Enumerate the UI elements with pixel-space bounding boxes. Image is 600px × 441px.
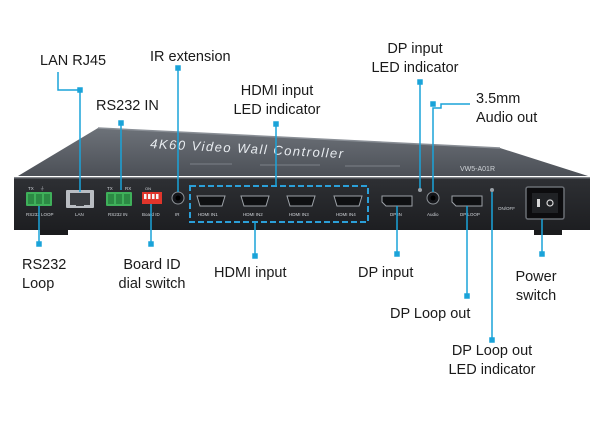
callout-audio-out-line1: 3.5mm	[476, 91, 521, 107]
dp-in-port[interactable]	[381, 195, 413, 207]
callout-power-switch-line2: switch	[515, 288, 557, 304]
callout-rs232-loop: RS232 Loop	[22, 256, 66, 294]
on-off-label: ON/OFF	[498, 206, 515, 211]
callout-board-id-line2: dial switch	[118, 276, 186, 292]
dp-loop-led	[490, 188, 494, 192]
rs232-in-tx-label: TX	[107, 186, 113, 191]
chassis-top	[18, 128, 588, 176]
hdmi-in-4-label: HDMI IN4	[336, 212, 356, 217]
callout-dp-loop-led: DP Loop out LED indicator	[432, 342, 552, 380]
callout-board-id-line1: Board ID	[123, 257, 181, 273]
rs232-loop-terminal[interactable]	[26, 192, 52, 206]
callout-audio-out: 3.5mm Audio out	[476, 90, 537, 128]
callout-hdmi-input: HDMI input	[214, 265, 287, 281]
callout-board-id: Board ID dial switch	[104, 256, 200, 294]
dp-in-led	[418, 188, 422, 192]
hdmi-in-3-label: HDMI IN3	[289, 212, 309, 217]
rs232-loop-gnd-label: ⏚	[40, 185, 45, 191]
callout-rs232-in: RS232 IN	[96, 98, 159, 114]
dp-loop-port[interactable]	[451, 195, 483, 207]
hdmi-in-2-port[interactable]	[240, 195, 270, 207]
pointer-lan	[57, 72, 81, 192]
callout-dp-loop-led-line2: LED indicator	[448, 362, 536, 378]
callout-power-switch: Power switch	[506, 268, 566, 306]
rs232-loop-tx-label: TX	[28, 186, 34, 191]
ir-label: IR	[175, 212, 180, 217]
callout-hdmi-led-line2: LED indicator	[233, 102, 321, 118]
callout-dp-led-line1: DP input	[387, 41, 443, 57]
callout-dp-led: DP input LED indicator	[360, 40, 470, 78]
dp-in-label: DP IN	[390, 212, 402, 217]
hdmi-in-1-port[interactable]	[196, 195, 226, 207]
callout-dp-loop-out: DP Loop out	[390, 306, 471, 322]
dp-loop-label: DP LOOP	[460, 212, 480, 217]
callout-dp-input: DP input	[358, 265, 414, 281]
callout-rs232-loop-line1: RS232	[22, 257, 67, 273]
callout-audio-out-line2: Audio out	[476, 110, 538, 126]
hdmi-in-3-port[interactable]	[286, 195, 316, 207]
audio-jack[interactable]	[426, 191, 440, 205]
rs232-loop-port-label: RS232 LOOP	[26, 212, 54, 217]
callout-lines	[36, 65, 545, 343]
callout-dp-led-line2: LED indicator	[371, 60, 459, 76]
callout-dp-loop-led-line1: DP Loop out	[451, 343, 533, 359]
hdmi-in-2-label: HDMI IN2	[243, 212, 263, 217]
rs232-in-rx-label: RX	[125, 186, 131, 191]
callout-rs232-loop-line2: Loop	[22, 276, 55, 292]
callout-ir-extension: IR extension	[150, 49, 231, 65]
hdmi-in-1-label: HDMI IN1	[198, 212, 218, 217]
hdmi-in-4-port[interactable]	[333, 195, 363, 207]
lan-port-label: LAN	[75, 212, 84, 217]
hdmi-group-highlight	[189, 185, 369, 223]
callout-hdmi-led-line1: HDMI input	[240, 83, 314, 99]
audio-label: Audio	[427, 212, 439, 217]
power-switch[interactable]	[525, 186, 565, 220]
pointer-audio	[432, 103, 470, 192]
ir-jack[interactable]	[171, 191, 185, 205]
device-model: VW5-A01R	[460, 166, 495, 173]
board-id-dip-switch[interactable]	[142, 192, 162, 204]
rs232-in-terminal[interactable]	[106, 192, 132, 206]
lan-port[interactable]	[66, 190, 94, 208]
dip-on-label: ON	[145, 186, 151, 191]
callout-power-switch-line1: Power	[515, 269, 557, 285]
callout-lan-rj45: LAN RJ45	[40, 53, 107, 69]
rs232-in-port-label: RS232 IN	[108, 212, 128, 217]
callout-hdmi-led: HDMI input LED indicator	[222, 82, 332, 120]
